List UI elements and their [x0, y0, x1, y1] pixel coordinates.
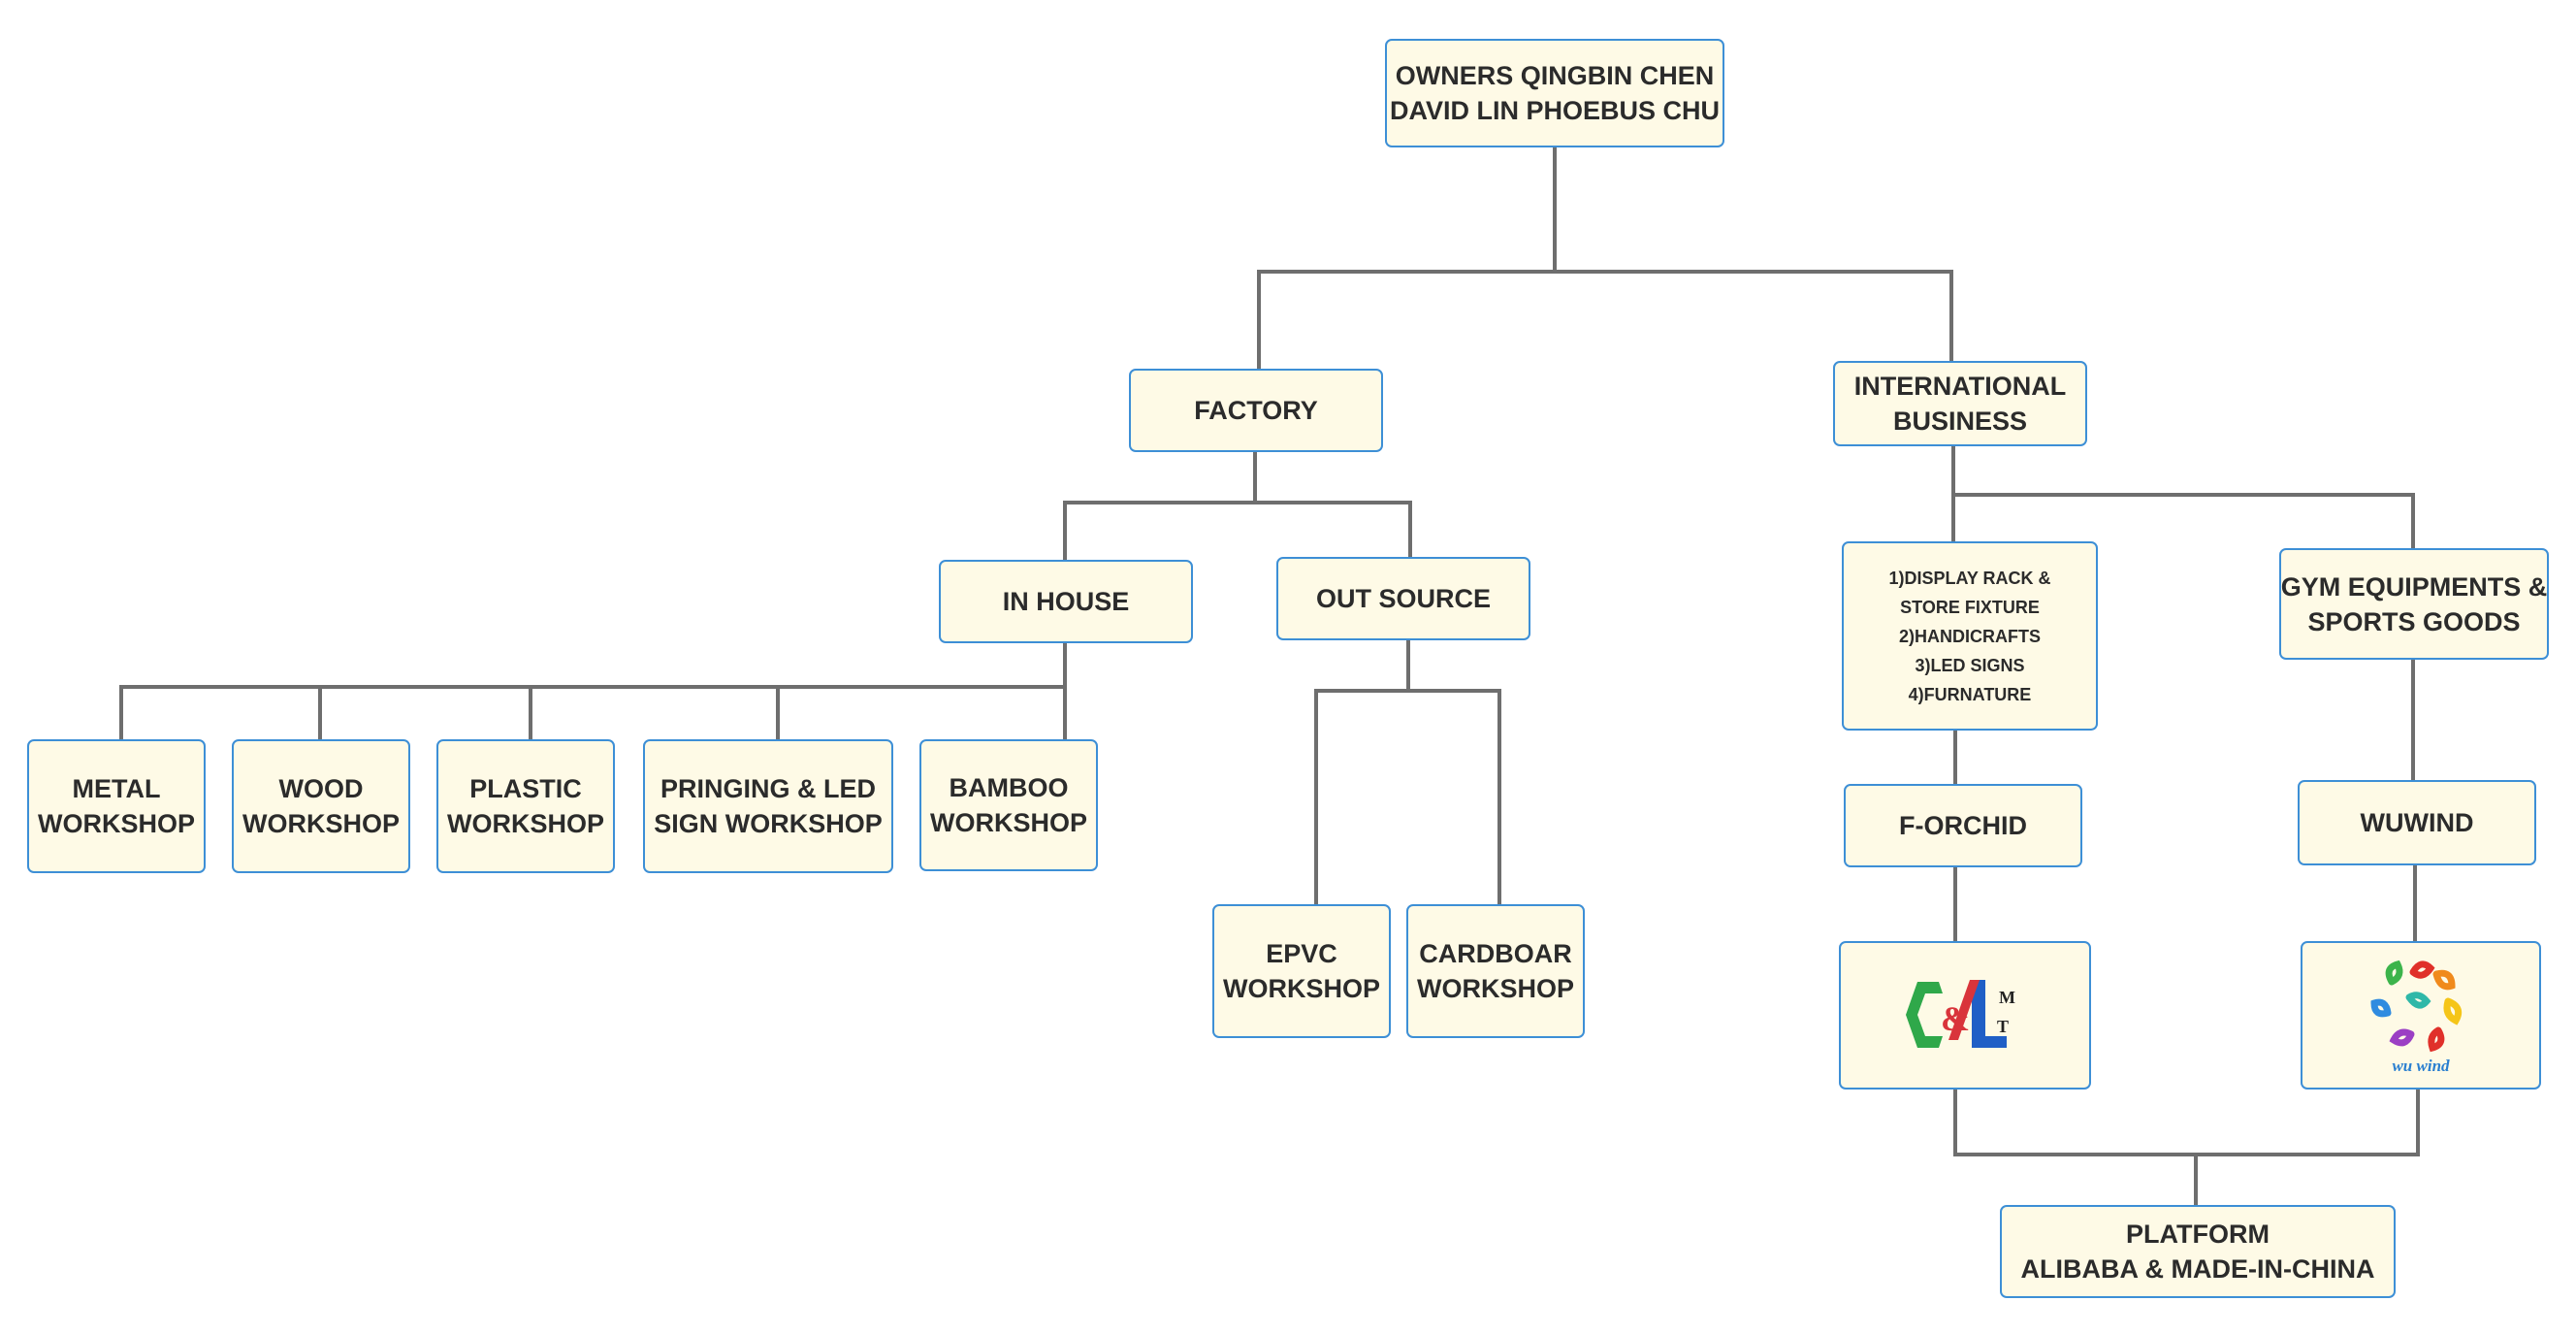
cardboard-line-1: CARDBOAR: [1419, 939, 1572, 968]
printing-line-2: SIGN WORKSHOP: [654, 809, 883, 838]
epvc-workshop-node: EPVC WORKSHOP: [1212, 904, 1391, 1038]
owners-node: OWNERS QINGBIN CHEN DAVID LIN PHOEBUS CH…: [1385, 39, 1724, 147]
platform-line-1: PLATFORM: [2126, 1220, 2270, 1249]
plastic-workshop-node: PLASTIC WORKSHOP: [436, 739, 615, 873]
wuwind-logo-node: wu wind: [2301, 941, 2541, 1090]
gym-line-1: GYM EQUIPMENTS &: [2280, 571, 2548, 602]
metal-line-2: WORKSHOP: [38, 809, 195, 838]
cl-logo-ampersand: &: [1941, 999, 1970, 1038]
gym-line-2: SPORTS GOODS: [2307, 606, 2521, 636]
printing-line-1: PRINGING & LED: [660, 774, 876, 803]
metal-line-1: METAL: [72, 774, 161, 803]
product-item: 3)LED SIGNS: [1915, 655, 2025, 675]
international-line-1: INTERNATIONAL: [1853, 372, 2067, 401]
wood-workshop-node: WOOD WORKSHOP: [232, 739, 410, 873]
bamboo-line-2: WORKSHOP: [930, 808, 1087, 837]
wuwind-logo-icon: wu wind: [2370, 960, 2463, 1075]
product-item: 4)FURNATURE: [1908, 684, 2032, 704]
out-source-node: OUT SOURCE: [1276, 557, 1530, 640]
printing-led-sign-workshop-node: PRINGING & LED SIGN WORKSHOP: [643, 739, 893, 873]
out-source-label: OUT SOURCE: [1315, 584, 1491, 613]
owners-line-2: DAVID LIN PHOEBUS CHU: [1389, 96, 1721, 125]
cl-logo-m: M: [1999, 988, 2015, 1007]
cl-mt-logo-icon: & M T: [1906, 979, 2015, 1048]
platform-node: PLATFORM ALIBABA & MADE-IN-CHINA: [2000, 1205, 2396, 1298]
in-house-node: IN HOUSE: [939, 560, 1193, 643]
wuwind-node: WUWIND: [2298, 780, 2536, 865]
bamboo-line-1: BAMBOO: [949, 773, 1069, 802]
owners-line-1: OWNERS QINGBIN CHEN: [1395, 61, 1715, 90]
cardboard-workshop-node: CARDBOAR WORKSHOP: [1406, 904, 1585, 1038]
epvc-line-2: WORKSHOP: [1223, 974, 1380, 1003]
f-orchid-label: F-ORCHID: [1899, 811, 2027, 840]
factory-label: FACTORY: [1194, 396, 1318, 425]
epvc-line-1: EPVC: [1266, 939, 1337, 968]
cl-mt-logo-node: & M T: [1839, 941, 2091, 1090]
in-house-label: IN HOUSE: [1002, 587, 1130, 616]
wood-line-2: WORKSHOP: [242, 809, 400, 838]
platform-line-2: ALIBABA & MADE-IN-CHINA: [2020, 1254, 2375, 1284]
product-item: 1)DISPLAY RACK &: [1888, 568, 2051, 588]
wood-line-1: WOOD: [278, 774, 364, 803]
product-lines-node: 1)DISPLAY RACK & STORE FIXTURE 2)HANDICR…: [1842, 541, 2098, 731]
metal-workshop-node: METAL WORKSHOP: [27, 739, 206, 873]
cl-logo-t: T: [1997, 1017, 2009, 1036]
international-line-2: BUSINESS: [1892, 407, 2028, 436]
product-item: STORE FIXTURE: [1900, 597, 2040, 617]
f-orchid-node: F-ORCHID: [1844, 784, 2082, 867]
wuwind-label: WUWIND: [2360, 808, 2474, 837]
product-item: 2)HANDICRAFTS: [1899, 626, 2041, 646]
international-business-node: INTERNATIONAL BUSINESS: [1833, 361, 2087, 446]
plastic-line-2: WORKSHOP: [447, 809, 604, 838]
bamboo-workshop-node: BAMBOO WORKSHOP: [919, 739, 1098, 871]
cardboard-line-2: WORKSHOP: [1417, 974, 1574, 1003]
gym-sports-node: GYM EQUIPMENTS & SPORTS GOODS: [2279, 548, 2549, 660]
wuwind-logo-caption: wu wind: [2392, 1057, 2450, 1075]
factory-node: FACTORY: [1129, 369, 1383, 452]
plastic-line-1: PLASTIC: [469, 774, 582, 803]
